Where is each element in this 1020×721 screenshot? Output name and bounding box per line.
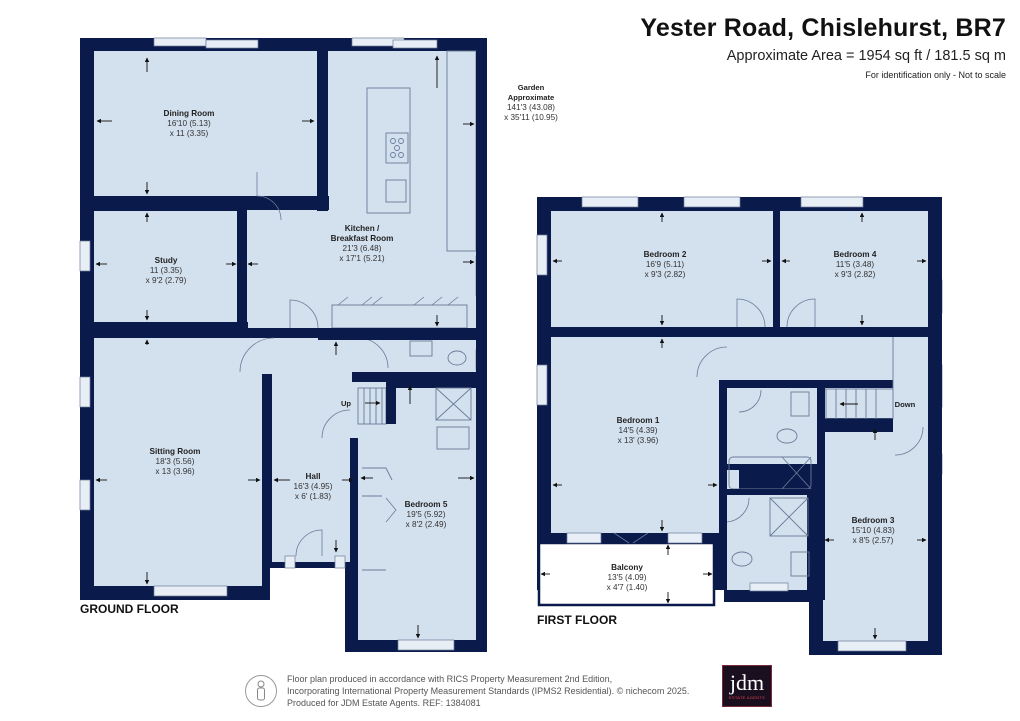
property-title: Yester Road, Chislehurst, BR7 xyxy=(640,14,1006,42)
svg-text:x 13' (3.96): x 13' (3.96) xyxy=(618,436,659,445)
room-label-kitchen: Kitchen / xyxy=(345,224,380,233)
footer-line-1: Floor plan produced in accordance with R… xyxy=(287,674,613,684)
svg-text:15'10 (4.83): 15'10 (4.83) xyxy=(851,526,895,535)
svg-text:x 13 (3.96): x 13 (3.96) xyxy=(155,467,194,476)
svg-text:x 4'7 (1.40): x 4'7 (1.40) xyxy=(607,583,648,592)
svg-text:16'3 (4.95): 16'3 (4.95) xyxy=(294,482,333,491)
svg-text:x 8'5 (2.57): x 8'5 (2.57) xyxy=(853,536,894,545)
svg-text:141'3 (43.08): 141'3 (43.08) xyxy=(507,103,555,112)
stairs-down-label: Down xyxy=(895,400,916,409)
svg-text:11'5 (3.48): 11'5 (3.48) xyxy=(836,260,875,269)
svg-text:16'9 (5.11): 16'9 (5.11) xyxy=(646,260,685,269)
room-label-bedroom-4: Bedroom 4 xyxy=(834,250,877,259)
jdm-logo: jdm ESTATE AGENTS xyxy=(722,665,772,707)
ground-floor-plan: Dining Room 16'10 (5.13) x 11 (3.35) Kit… xyxy=(79,37,497,652)
person-icon xyxy=(245,675,277,707)
room-label-sitting: Sitting Room xyxy=(150,447,201,456)
footer-line-3: Produced for JDM Estate Agents. REF: 138… xyxy=(287,698,481,708)
room-label-bedroom-3: Bedroom 3 xyxy=(852,516,895,525)
scale-disclaimer: For identification only - Not to scale xyxy=(865,70,1006,80)
svg-text:x 9'2 (2.79): x 9'2 (2.79) xyxy=(146,276,187,285)
svg-text:x 9'3 (2.82): x 9'3 (2.82) xyxy=(645,270,686,279)
approximate-area: Approximate Area = 1954 sq ft / 181.5 sq… xyxy=(726,48,1006,64)
garden-label: Garden xyxy=(518,83,545,92)
svg-text:x 8'2 (2.49): x 8'2 (2.49) xyxy=(406,520,447,529)
room-label-bedroom-2: Bedroom 2 xyxy=(644,250,687,259)
svg-text:x 35'11 (10.95): x 35'11 (10.95) xyxy=(504,113,558,122)
footer-line-2: Incorporating International Property Mea… xyxy=(287,686,690,696)
room-label-hall: Hall xyxy=(305,472,320,481)
ground-floor-label: GROUND FLOOR xyxy=(80,602,179,616)
svg-text:14'5 (4.39): 14'5 (4.39) xyxy=(619,426,658,435)
svg-text:11 (3.35): 11 (3.35) xyxy=(150,266,182,275)
logo-text: jdm xyxy=(729,670,765,695)
room-label-bedroom-1: Bedroom 1 xyxy=(617,416,660,425)
logo-subtext: ESTATE AGENTS xyxy=(728,695,766,700)
svg-text:Approximate: Approximate xyxy=(508,93,554,102)
stairs-up-label: Up xyxy=(341,399,351,408)
first-floor-label: FIRST FLOOR xyxy=(537,613,617,627)
svg-text:x 11 (3.35): x 11 (3.35) xyxy=(170,129,209,138)
dining-room-area xyxy=(94,51,317,196)
svg-text:19'5 (5.92): 19'5 (5.92) xyxy=(407,510,446,519)
svg-text:Breakfast Room: Breakfast Room xyxy=(331,234,394,243)
svg-text:16'10 (5.13): 16'10 (5.13) xyxy=(167,119,211,128)
svg-text:21'3 (6.48): 21'3 (6.48) xyxy=(343,244,382,253)
room-label-study: Study xyxy=(155,256,178,265)
svg-text:x 6' (1.83): x 6' (1.83) xyxy=(295,492,331,501)
first-floor-plan: Bedroom 2 16'9 (5.11) x 9'3 (2.82) Bedro… xyxy=(536,196,943,660)
footer-credits: Floor plan produced in accordance with R… xyxy=(245,673,689,709)
svg-text:x 9'3 (2.82): x 9'3 (2.82) xyxy=(835,270,876,279)
room-label-dining: Dining Room xyxy=(164,109,215,118)
room-label-bedroom-5: Bedroom 5 xyxy=(405,500,448,509)
svg-text:13'5 (4.09): 13'5 (4.09) xyxy=(608,573,647,582)
svg-text:18'3 (5.56): 18'3 (5.56) xyxy=(156,457,195,466)
room-label-balcony: Balcony xyxy=(611,563,643,572)
svg-text:x 17'1 (5.21): x 17'1 (5.21) xyxy=(339,254,385,263)
